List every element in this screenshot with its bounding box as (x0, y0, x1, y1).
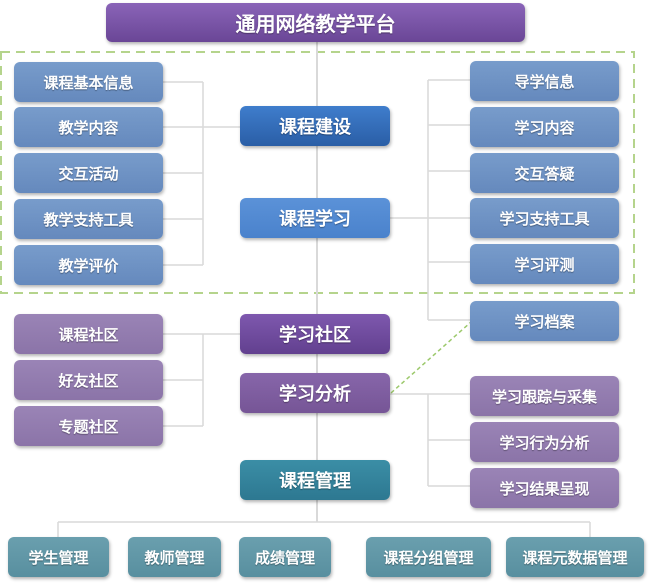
construction-item[interactable]: 教学评价 (14, 245, 163, 285)
construction-item[interactable]: 交互活动 (14, 153, 163, 193)
node-course-learning[interactable]: 课程学习 (240, 198, 390, 238)
construction-bracket (163, 81, 240, 266)
learning-item[interactable]: 交互答疑 (470, 153, 619, 193)
construction-item[interactable]: 教学支持工具 (14, 199, 163, 239)
construction-item[interactable]: 教学内容 (14, 107, 163, 147)
community-item[interactable]: 专题社区 (14, 406, 163, 446)
learning-item[interactable]: 学习评测 (470, 244, 619, 284)
node-learning-analysis[interactable]: 学习分析 (240, 373, 390, 413)
learning-item[interactable]: 学习内容 (470, 107, 619, 147)
learning-item[interactable]: 导学信息 (470, 61, 619, 101)
management-item[interactable]: 成绩管理 (239, 537, 331, 577)
management-item[interactable]: 学生管理 (8, 537, 109, 577)
node-course-management[interactable]: 课程管理 (240, 460, 390, 500)
analysis-bracket (390, 393, 470, 487)
community-item[interactable]: 课程社区 (14, 314, 163, 354)
management-item[interactable]: 课程元数据管理 (506, 537, 644, 577)
node-learning-community[interactable]: 学习社区 (240, 314, 390, 354)
analysis-item[interactable]: 学习跟踪与采集 (470, 376, 619, 416)
learning-item[interactable]: 学习支持工具 (470, 198, 619, 238)
analysis-item[interactable]: 学习行为分析 (470, 422, 619, 462)
node-course-construction[interactable]: 课程建设 (240, 106, 390, 146)
analysis-archive-link (390, 321, 472, 394)
learning-bracket (390, 79, 470, 321)
analysis-item[interactable]: 学习结果呈现 (470, 468, 619, 508)
management-item[interactable]: 教师管理 (128, 537, 221, 577)
community-bracket (163, 333, 240, 427)
construction-item[interactable]: 课程基本信息 (14, 62, 163, 102)
platform-title: 通用网络教学平台 (106, 3, 525, 42)
management-item[interactable]: 课程分组管理 (366, 537, 491, 577)
community-item[interactable]: 好友社区 (14, 360, 163, 400)
learning-item[interactable]: 学习档案 (470, 301, 619, 341)
management-bracket (57, 521, 591, 537)
